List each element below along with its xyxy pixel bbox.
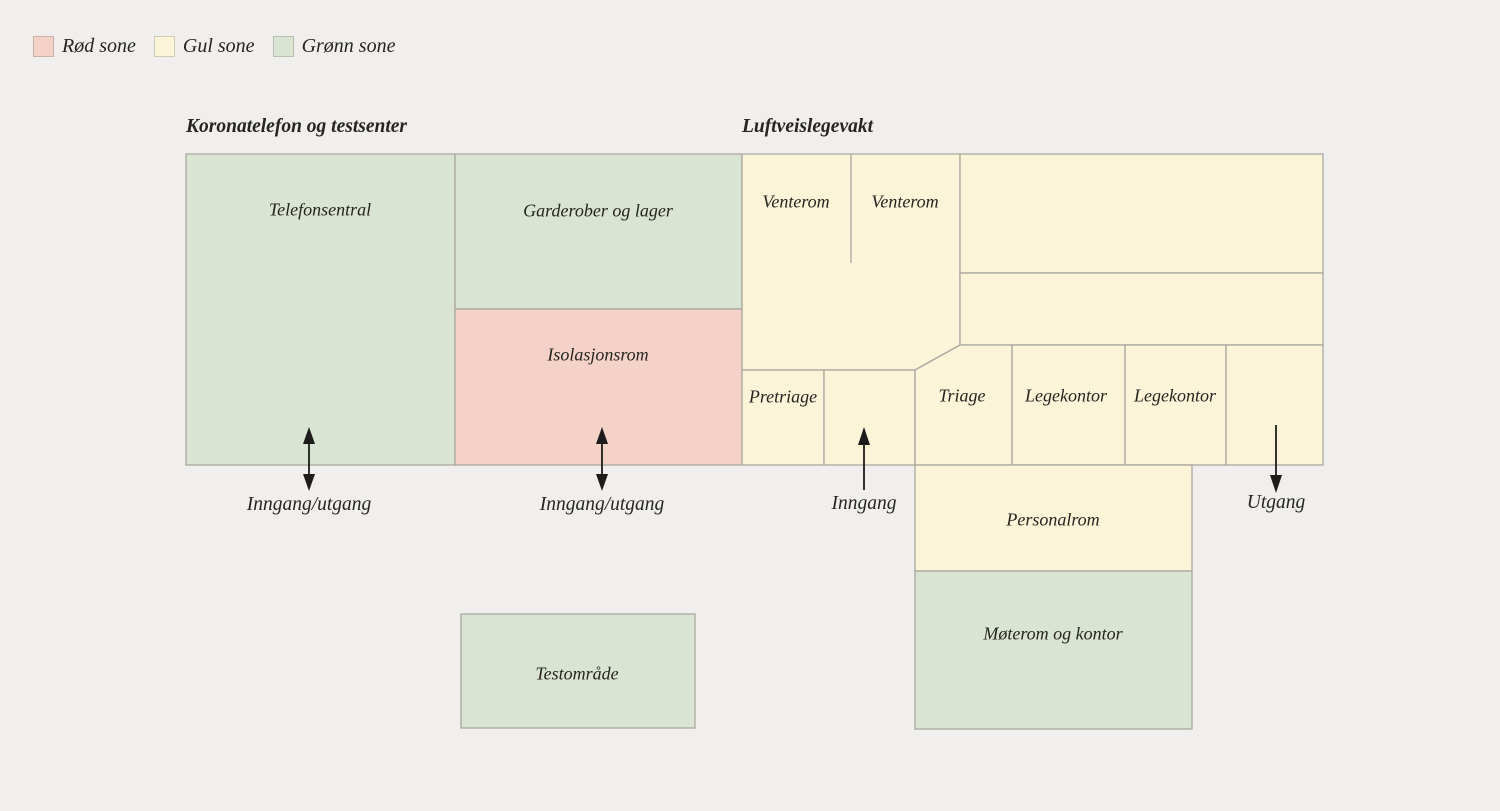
room-exit [1225,344,1324,466]
room-upper-right [959,153,1324,274]
room-legekontor-2 [1124,344,1227,466]
room-legekontor-1 [1011,344,1126,466]
room-label-pretriage: Pretriage [748,386,818,407]
room-testomrade [460,613,696,729]
room-label-moterom: Møterom og kontor [983,623,1123,644]
red-zone-swatch [33,36,54,57]
green-zone-swatch [272,36,294,57]
room-telefonsentral [185,153,456,466]
yellow-zone-swatch [153,36,175,57]
room-garderober-og-lager [454,153,743,310]
legend-item-yellow-zone: Gul sone [153,35,255,57]
room-moterom-og-kontor [914,570,1193,730]
room-label-triage: Triage [938,385,986,406]
room-label-personalrom: Personalrom [1006,509,1100,530]
legend-item-red-zone: Rød sone [33,36,136,57]
door-label-entrance-exit-1: Inngang/utgang [246,494,372,515]
legend-label: Grønn sone [301,35,396,57]
room-pretriage [741,369,825,466]
room-label-legekontor-1: Legekontor [1025,385,1107,406]
entrance-exit-arrow-icon [303,427,315,491]
legend-label: Rød sone [62,35,136,57]
room-label-telefonsentral: Telefonsentral [268,199,372,220]
door-label-entrance: Inngang [831,493,897,514]
room-label-testomrade: Testområde [535,663,619,684]
legend-item-green-zone: Grønn sone [272,35,396,57]
entrance-exit-arrow-icon [596,427,608,491]
room-label-legekontor-2: Legekontor [1134,385,1216,406]
room-corridor-strip [959,272,1324,346]
door-label-entrance-exit-2: Inngang/utgang [539,494,665,515]
room-label-isolasjonsrom: Isolasjonsrom [547,344,649,365]
room-label-venterom-2: Venterom [871,191,939,212]
room-label-garderober: Garderober og lager [523,200,673,221]
door-label-exit: Utgang [1246,492,1306,513]
zone-legend: Rød sone Gul sone Grønn sone [33,36,395,57]
entrance-up-arrow-icon [858,427,870,490]
room-personalrom [914,464,1193,572]
exit-down-arrow-icon [1270,425,1282,493]
legend-label: Gul sone [182,35,255,57]
section-title-airway-clinic: Luftveislegevakt [742,116,874,137]
room-entrance [823,369,916,466]
room-label-venterom-1: Venterom [762,191,830,212]
section-title-test-center: Koronatelefon og testsenter [186,116,408,137]
